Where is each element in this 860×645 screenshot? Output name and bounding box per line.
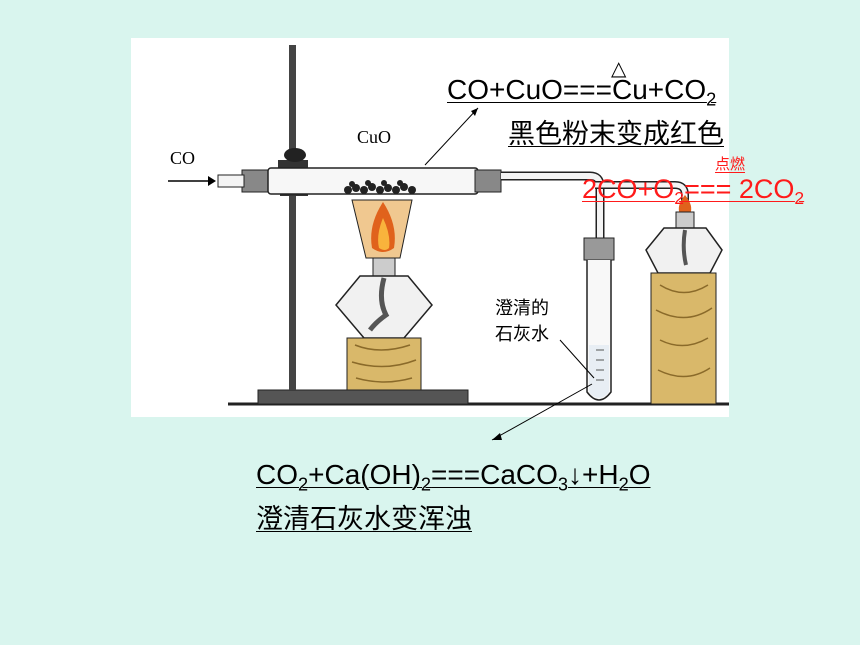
flame-core [378,218,390,250]
left-inlet-tube [217,174,245,188]
test-tube-graduation [596,349,604,381]
iron-stand-rod [289,45,296,390]
heat-symbol: △ [611,58,627,80]
co2-pointer-head [492,433,502,440]
limewater-pointer [559,339,595,379]
flame-right [678,195,692,216]
co-label: CO [170,148,195,168]
cuo-pointer-line [424,107,479,166]
lamp-wick-left [368,277,390,332]
observation-cuo: 黑色粉末变成红色 [508,119,724,149]
limewater-label-line1: 澄清的 [495,298,549,319]
ignite-condition: 点燃 [715,156,746,173]
lamp-cap-right [675,211,695,229]
burner-tube-inner [595,182,688,205]
limewater-label-line2: 石灰水 [495,324,549,345]
equation-co-combustion: 2CO+O2=== 2CO2 [582,174,805,209]
cuo-powder [344,180,416,194]
diagram-panel [131,38,729,417]
lamp-wick-right [681,229,688,266]
wood-block-right [650,272,717,405]
observation-limewater: 澄清石灰水变浑浊 [256,504,472,534]
equation-limewater: CO2+Ca(OH)2===CaCO3↓+H2O [256,459,651,495]
co-arrow-head [208,176,216,186]
test-tube-stopper [583,237,615,261]
cuo-label: CuO [357,127,391,147]
wood-grain-right [655,284,713,378]
wood-grain-left [351,344,417,383]
iron-stand-base [257,389,469,405]
right-stopper [474,169,502,193]
lamp-cap-left [372,257,396,277]
co2-pointer-line [491,383,593,441]
cuo-pointer-head [471,108,478,116]
limewater-level [589,345,609,398]
equation-cuo-reduction: CO+CuO===Cu+CO2 [447,74,717,110]
